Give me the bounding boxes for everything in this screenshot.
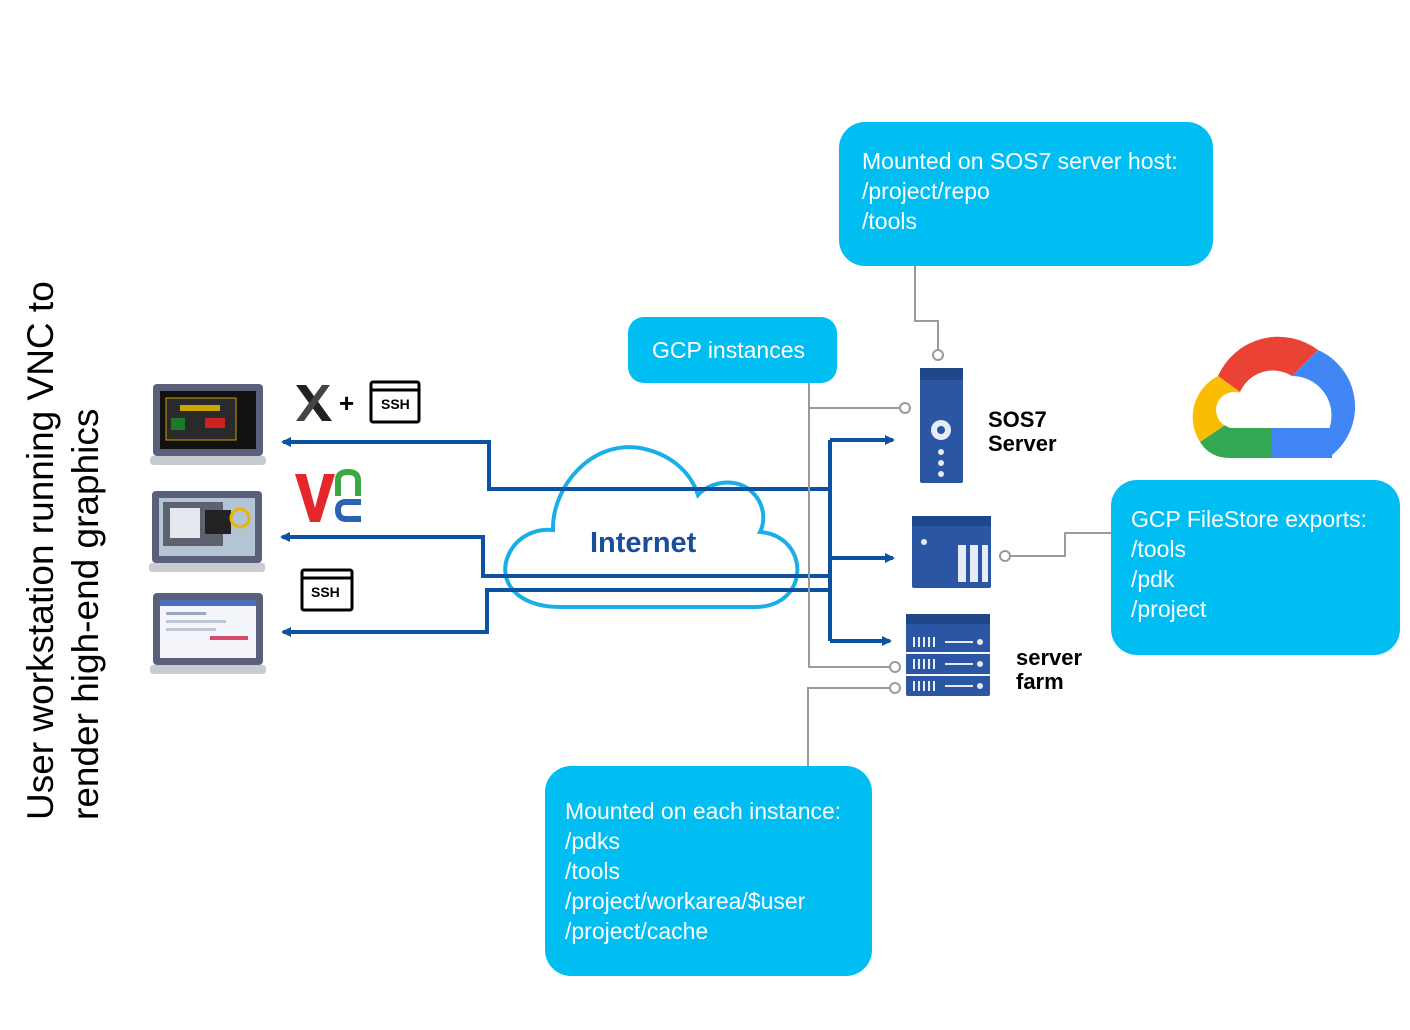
sos7-server-label-line-1: SOS7 — [988, 407, 1047, 432]
sos7-server-label: SOS7 Server — [988, 408, 1057, 456]
ssh-terminal-icon: SSH — [300, 568, 354, 612]
mount-connectors — [807, 266, 1111, 766]
mount-path: /project/repo — [862, 178, 990, 204]
laptop-icon — [149, 491, 265, 572]
gcp-instances-label: GCP instances — [652, 337, 805, 363]
export-path: /pdk — [1131, 566, 1175, 592]
export-path: /tools — [1131, 536, 1186, 562]
sos7-mounts-callout: Mounted on SOS7 server host: /project/re… — [839, 122, 1213, 266]
google-cloud-logo — [1192, 336, 1356, 458]
server-farm-label: server farm — [1016, 646, 1082, 694]
mount-path: /tools — [862, 208, 917, 234]
callout-heading: Mounted on SOS7 server host: — [862, 148, 1178, 174]
mount-path: /project/cache — [565, 918, 709, 944]
sos7-server-label-line-2: Server — [988, 431, 1057, 456]
mount-path: /tools — [565, 858, 620, 884]
link-middle — [280, 532, 830, 578]
mount-path: /project/workarea/$user — [565, 888, 806, 914]
instance-mounts-callout: Mounted on each instance: /pdks /tools /… — [545, 766, 872, 976]
link-top — [281, 437, 830, 491]
laptop-icon — [150, 593, 266, 674]
server-farm-icon — [906, 614, 990, 696]
server-farm-label-line-1: server — [1016, 645, 1083, 670]
filestore-storage-icon — [912, 516, 991, 588]
laptop-icon — [150, 384, 266, 465]
server-farm-label-line-2: farm — [1016, 669, 1064, 694]
plus-sign: + — [339, 388, 354, 418]
network-links — [280, 435, 895, 646]
vnc-logo-icon — [295, 468, 361, 522]
callout-heading: Mounted on each instance: — [565, 798, 842, 824]
sos7-server-icon — [920, 368, 963, 483]
ssh-label: SSH — [311, 584, 340, 600]
link-bottom — [281, 588, 830, 637]
internet-label: Internet — [590, 527, 697, 559]
gcp-instances-callout: GCP instances — [628, 317, 837, 383]
x-window-logo-icon — [296, 385, 332, 421]
ssh-terminal-icon: SSH — [369, 380, 421, 424]
export-path: /project — [1131, 596, 1207, 622]
callout-heading: GCP FileStore exports: — [1131, 506, 1368, 532]
ssh-label: SSH — [381, 396, 410, 412]
mount-path: /pdks — [565, 828, 620, 854]
filestore-exports-callout: GCP FileStore exports: /tools /pdk /proj… — [1111, 480, 1400, 655]
